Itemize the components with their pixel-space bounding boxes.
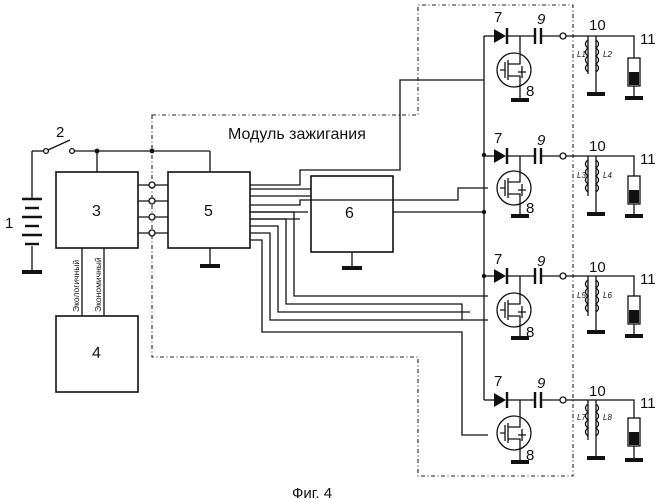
battery-label: 1: [5, 215, 13, 232]
coil-l2: L2: [603, 50, 612, 59]
diode-label-3: 7: [494, 251, 502, 268]
diode-label-1: 7: [494, 9, 502, 26]
coil-l1: L1: [577, 50, 586, 59]
capacitor-label-4: 9: [537, 375, 546, 392]
transistor-label-3: 8: [526, 324, 534, 341]
switch: [48, 140, 70, 150]
channel-4: L7 L8: [484, 392, 643, 462]
coil-label-3: 10: [589, 259, 606, 276]
diode: [494, 149, 506, 163]
channel-2: L3 L4: [484, 148, 643, 216]
figure-caption: Фиг. 4: [292, 485, 332, 500]
coil-l7: L7: [577, 413, 586, 422]
capacitor-label-2: 9: [537, 132, 546, 149]
plug-label-1: 11: [640, 31, 656, 48]
block-5-label: 5: [204, 203, 213, 220]
diode-label-4: 7: [494, 373, 502, 390]
diode: [494, 29, 506, 43]
switch-label: 2: [56, 124, 64, 141]
mode-line-ecological: Экологичный: [71, 260, 81, 312]
capacitor-label-3: 9: [537, 253, 546, 270]
battery: [22, 151, 42, 272]
diode: [494, 393, 506, 407]
bus-3-to-5: [138, 182, 168, 236]
block-6-label: 6: [345, 205, 354, 222]
coil-l4: L4: [603, 171, 612, 180]
coil-windings-art: [586, 40, 599, 436]
capacitor-label-1: 9: [537, 11, 546, 28]
transistor-label-1: 8: [526, 83, 534, 100]
coil-label-4: 10: [589, 383, 606, 400]
plug-label-2: 11: [640, 151, 656, 168]
transistor-label-4: 8: [526, 447, 534, 464]
plug-label-3: 11: [640, 271, 656, 288]
coil-label-2: 10: [589, 138, 606, 155]
block-4-label: 4: [92, 345, 101, 362]
channel-3: L5 L6: [484, 268, 643, 338]
coil-l6: L6: [603, 291, 612, 300]
module-title: Модуль зажигания: [228, 126, 366, 143]
block-3-label: 3: [92, 203, 101, 220]
transistor-label-2: 8: [526, 200, 534, 217]
channel-1: L1 L2: [484, 28, 643, 100]
plug-label-4: 11: [640, 395, 656, 412]
diode-label-2: 7: [494, 130, 502, 147]
coil-label-1: 10: [589, 17, 606, 34]
coil-l8: L8: [603, 413, 612, 422]
mode-line-economical: Экономичный: [93, 257, 103, 312]
diode: [494, 269, 506, 283]
